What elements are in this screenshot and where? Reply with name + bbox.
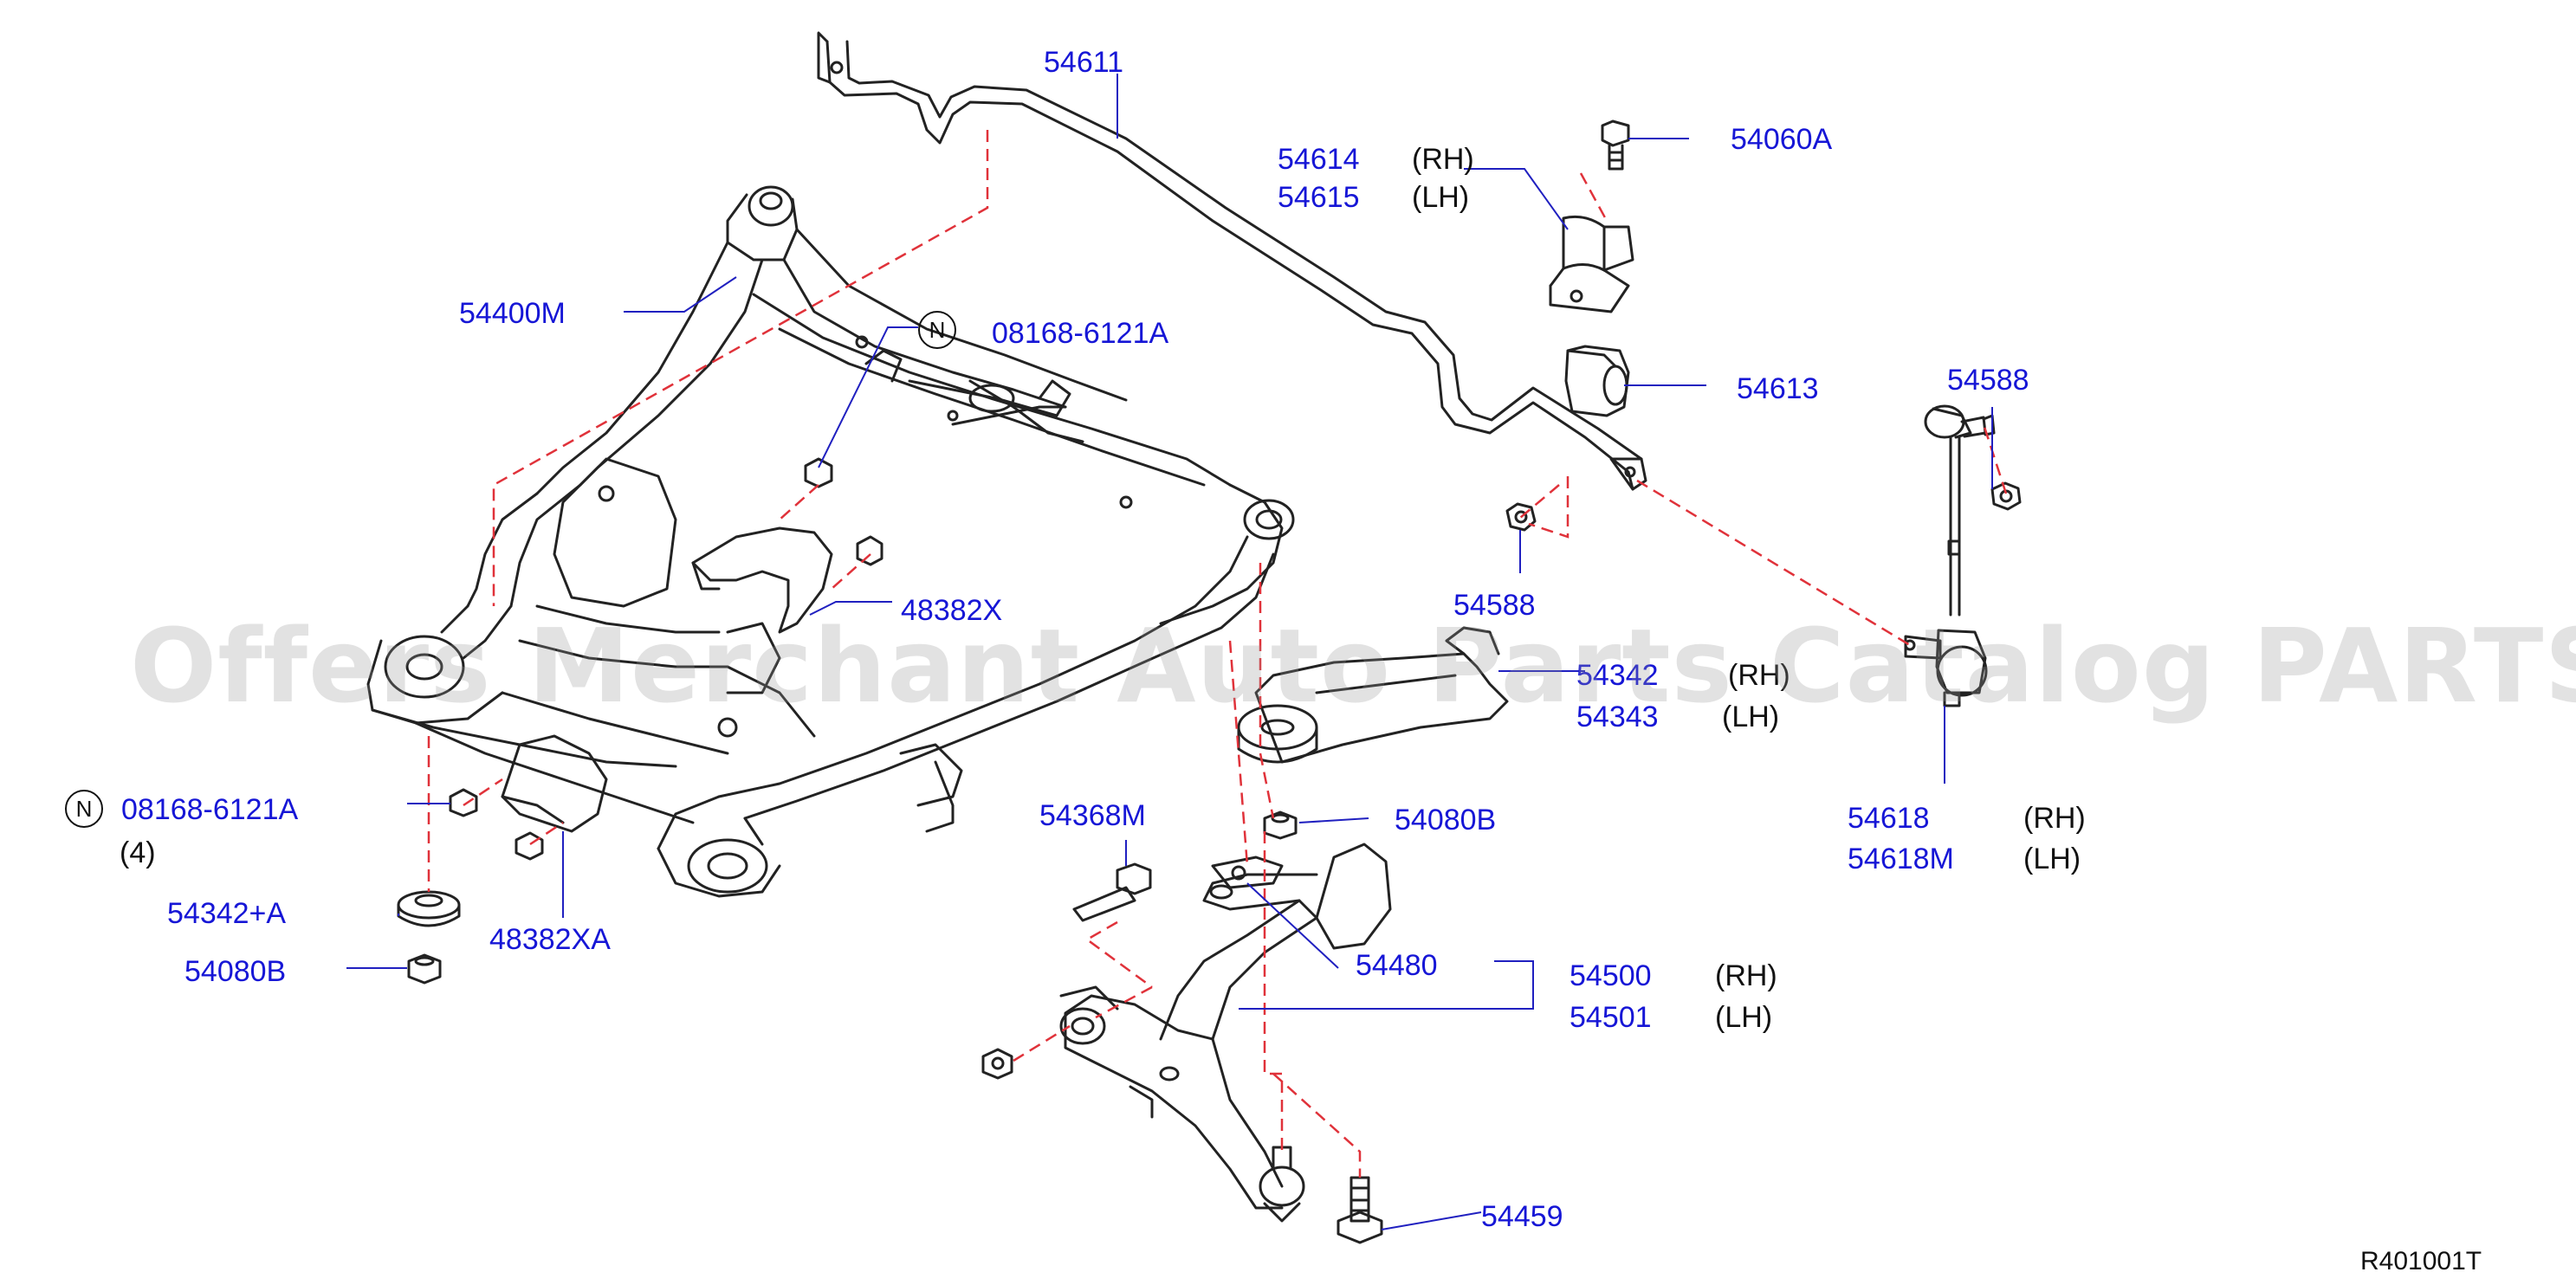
- side-lh-54618M: (LH): [2023, 843, 2081, 875]
- stabilizer-clamp: [1549, 215, 1634, 313]
- front-subframe: [366, 185, 1295, 898]
- watermark: Offers Merchant Auto Parts Catalog PARTS…: [130, 606, 2576, 726]
- side-rh-54618: (RH): [2023, 802, 2086, 835]
- bolt-54368M: [1072, 862, 1152, 922]
- label-54618[interactable]: 54618: [1848, 802, 1930, 835]
- label-54611[interactable]: 54611: [1044, 46, 1124, 79]
- nut-54588-right: [1990, 481, 2022, 511]
- bolt-54060A: [1601, 119, 1630, 171]
- label-54080B-left[interactable]: 54080B: [184, 955, 287, 988]
- label-54459[interactable]: 54459: [1481, 1200, 1563, 1233]
- stabilizer-link: [1904, 404, 1996, 707]
- label-54400M[interactable]: 54400M: [459, 297, 566, 330]
- label-54500[interactable]: 54500: [1570, 959, 1652, 992]
- label-08168-6121A-left[interactable]: 08168-6121A: [121, 793, 299, 826]
- side-rh-54342: (RH): [1728, 659, 1790, 692]
- label-54615[interactable]: 54615: [1278, 181, 1360, 214]
- label-54501[interactable]: 54501: [1570, 1001, 1652, 1034]
- stabilizer-bar: [817, 31, 1647, 491]
- leader-lines: [346, 74, 1993, 1230]
- label-54588-right[interactable]: 54588: [1947, 364, 2029, 397]
- qty-08168-left: (4): [120, 836, 156, 869]
- nut-lower-arm: [981, 1048, 1013, 1080]
- n-mark-top: N: [918, 311, 956, 349]
- label-54342A[interactable]: 54342+A: [167, 897, 287, 930]
- bracket-54480: [1211, 856, 1284, 889]
- label-54343[interactable]: 54343: [1576, 701, 1659, 733]
- bracket-48382X: [691, 457, 883, 634]
- bracket-48382XA: [449, 734, 608, 861]
- side-lh-54343: (LH): [1722, 701, 1780, 733]
- label-54480[interactable]: 54480: [1356, 949, 1438, 982]
- nut-54080B-left: [407, 953, 442, 985]
- control-arm-upper: [1237, 626, 1509, 764]
- label-08168-6121A-top[interactable]: 08168-6121A: [992, 317, 1169, 350]
- label-54080B-mid[interactable]: 54080B: [1395, 804, 1497, 836]
- bolt-54459: [1337, 1176, 1383, 1244]
- side-lh-54615: (LH): [1412, 181, 1470, 214]
- label-54368M[interactable]: 54368M: [1039, 799, 1146, 832]
- nut-54588-mid: [1505, 502, 1537, 532]
- label-54060A[interactable]: 54060A: [1731, 123, 1833, 156]
- side-rh-54500: (RH): [1715, 959, 1777, 992]
- stabilizer-bushing: [1564, 345, 1630, 417]
- side-lh-54501: (LH): [1715, 1001, 1773, 1034]
- diagram-code: R401001T: [2360, 1247, 2482, 1275]
- assembly-lines: [427, 130, 2008, 1178]
- label-54342[interactable]: 54342: [1576, 659, 1659, 692]
- label-48382X[interactable]: 48382X: [901, 594, 1003, 627]
- label-54613[interactable]: 54613: [1737, 372, 1819, 405]
- n-mark-left: N: [65, 790, 103, 828]
- side-rh-54614: (RH): [1412, 143, 1474, 176]
- nut-54080B-mid: [1263, 810, 1298, 840]
- control-arm-lower: [1059, 843, 1392, 1223]
- label-48382XA[interactable]: 48382XA: [489, 923, 611, 956]
- washer-54342A: [397, 890, 461, 927]
- label-54614[interactable]: 54614: [1278, 143, 1360, 176]
- label-54588-mid[interactable]: 54588: [1453, 589, 1536, 622]
- label-54618M[interactable]: 54618M: [1848, 843, 1954, 875]
